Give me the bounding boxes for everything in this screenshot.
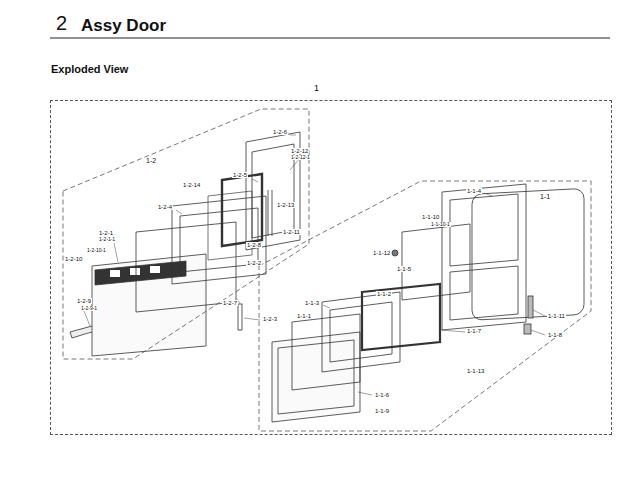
- callout-number: 1-1-7: [466, 328, 482, 334]
- callout-number: 1-2-10: [64, 256, 83, 262]
- callout-number: 1-1-4: [466, 188, 482, 194]
- callout-number: 1-2-12: [290, 148, 309, 154]
- callout-number: 1-2-14: [182, 182, 201, 188]
- callout-number: 1-2-4: [157, 204, 173, 210]
- callout-number: 1-2-7: [222, 300, 238, 306]
- callout-number: 1-1-2: [376, 291, 392, 297]
- callout-number: 1-2-13: [276, 202, 295, 208]
- callout-number: 1-1-12: [372, 250, 391, 256]
- callout-number: 1-1-3: [304, 300, 320, 306]
- callout-number: 1-2-9: [76, 298, 92, 304]
- callout-number: 1-2-11: [282, 229, 301, 235]
- callout-number: 1-1-10-1: [430, 222, 451, 227]
- callout-number: 1-2-1: [98, 230, 114, 236]
- callout-number: 1-1-6: [374, 392, 390, 398]
- callout-number: 1-2-2: [246, 260, 262, 266]
- callout-number: 1-1-1: [296, 313, 312, 319]
- callout-number: 1-1: [539, 193, 551, 200]
- callout-number: 1-2-3: [262, 316, 278, 322]
- callout-number: 1-1-5: [396, 266, 412, 272]
- callout-number: 1-2-9-1: [80, 306, 98, 311]
- assembly-region: 11-21-1: [50, 100, 612, 435]
- door-parts: [70, 132, 584, 422]
- callout-number: 1-1-13: [466, 368, 485, 374]
- callout-number: 1-2-1-1: [98, 237, 116, 242]
- callout-number: 1-2: [145, 157, 157, 164]
- callout-number: 1-2-8: [246, 242, 262, 248]
- header-rule: [50, 38, 610, 39]
- subheading: Exploded View: [50, 64, 129, 75]
- callout-number: 1-1-9: [374, 408, 390, 414]
- callout-number: 1-1-8: [547, 332, 563, 338]
- section-title: Assy Door: [80, 17, 167, 34]
- callout-number: 1: [313, 84, 320, 93]
- callout-number: 1-2-12-1: [290, 155, 311, 160]
- section-number: 2: [55, 13, 68, 33]
- callout-number: 1-2-5: [232, 172, 248, 178]
- callout-number: 1-1-11: [547, 313, 566, 319]
- leader-lines: [84, 135, 545, 395]
- callout-number: 1-2-10-1: [86, 248, 107, 253]
- callout-number: 1-1-10: [421, 214, 440, 220]
- callout-number: 1-2-6: [272, 129, 288, 135]
